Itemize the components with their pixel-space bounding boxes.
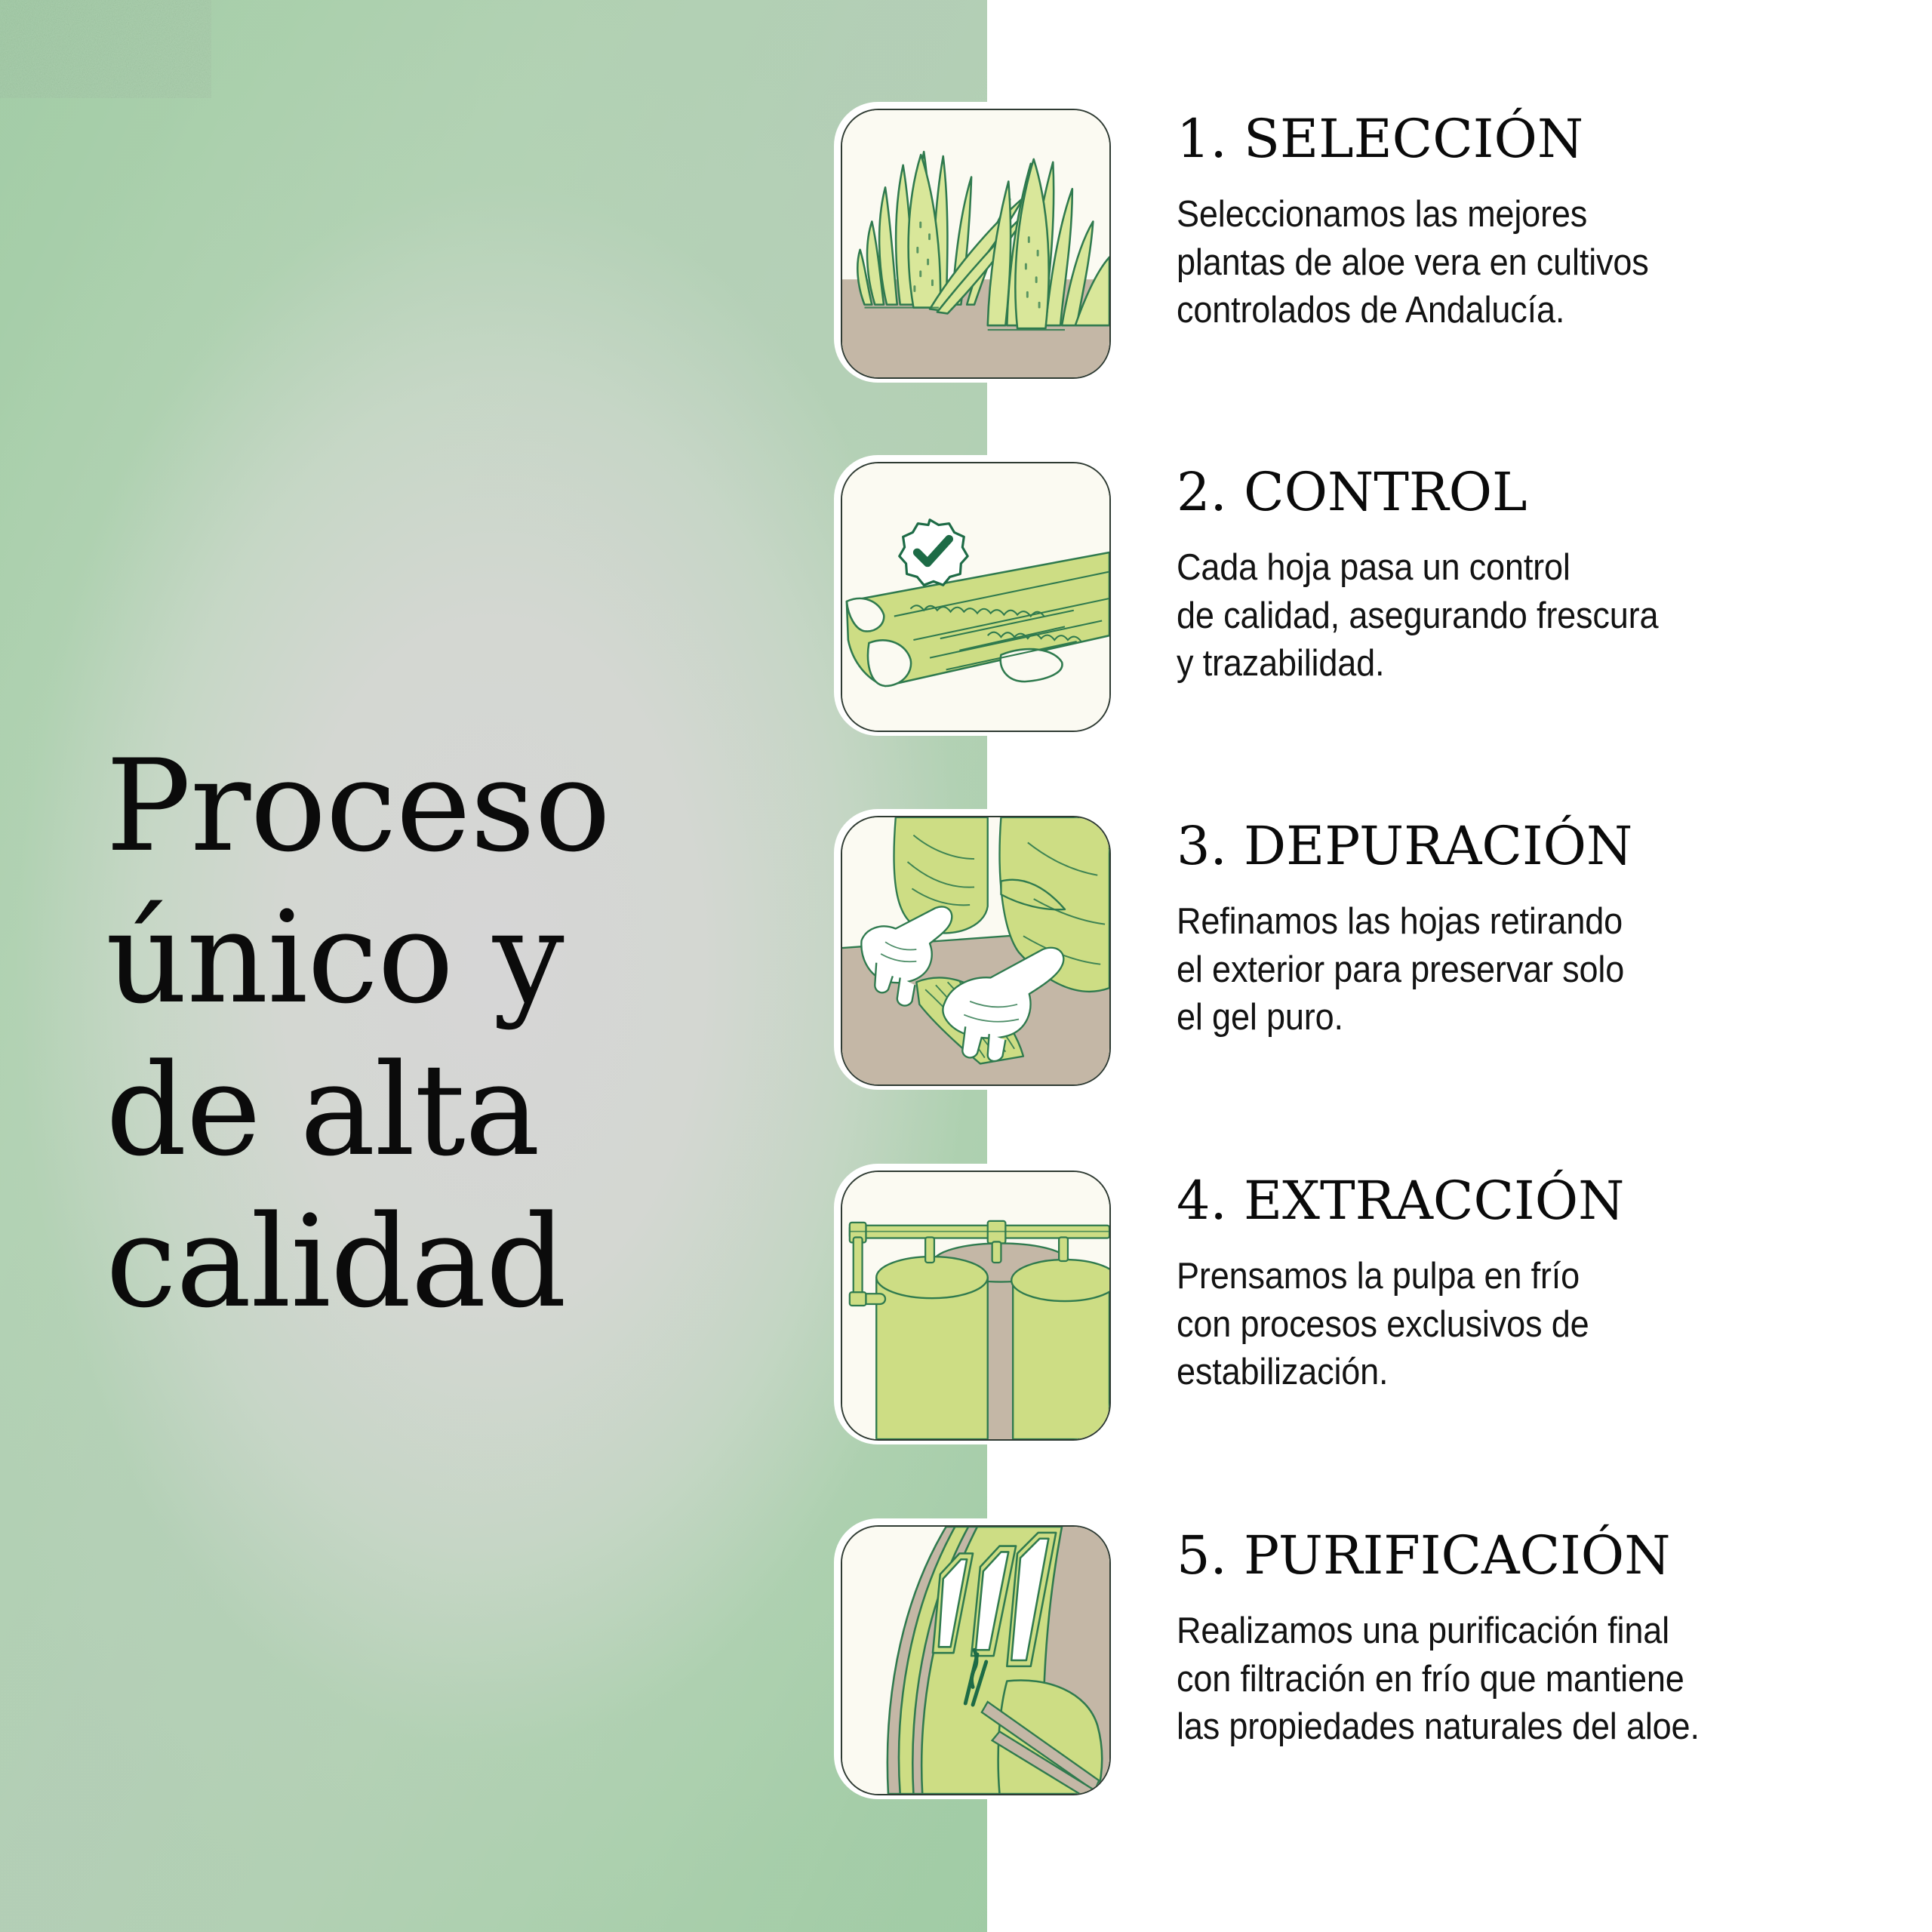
step-4-body: Prensamos la pulpa en frío con procesos … (1177, 1256, 1589, 1393)
process-step-5: 5. PURIFICACIÓN Realizamos una purificac… (834, 1518, 1932, 1799)
step-5-body: Realizamos una purificación final con fi… (1177, 1611, 1700, 1748)
step-5-card (834, 1518, 1115, 1799)
step-2-text: 2. CONTROL Cada hoja pasa un control de … (1115, 455, 1932, 688)
headline-line-3: de alta (106, 1035, 540, 1184)
process-steps-list: 1. SELECCIÓN Seleccionamos las mejores p… (834, 0, 1932, 1932)
grain-texture-overlay-light (0, 0, 211, 98)
step-4-text: 4. EXTRACCIÓN Prensamos la pulpa en frío… (1115, 1164, 1932, 1397)
storage-tanks-piping-icon (841, 1171, 1111, 1441)
process-step-3: 3. DEPURACIÓN Refinamos las hojas retira… (834, 809, 1932, 1090)
step-2-card (834, 455, 1115, 736)
process-step-4: 4. EXTRACCIÓN Prensamos la pulpa en frío… (834, 1164, 1932, 1444)
page-title: Proceso único y de alta calidad (106, 731, 709, 1339)
step-3-card (834, 809, 1115, 1090)
step-4-card (834, 1164, 1115, 1444)
aloe-plants-field-icon (841, 109, 1111, 379)
left-gradient-panel: Proceso único y de alta calidad (0, 0, 987, 1932)
step-2-body: Cada hoja pasa un control de calidad, as… (1177, 547, 1659, 685)
grain-texture-overlay (0, 0, 211, 98)
step-3-body: Refinamos las hojas retirando el exterio… (1177, 901, 1625, 1038)
process-step-1: 1. SELECCIÓN Seleccionamos las mejores p… (834, 102, 1932, 383)
step-3-text: 3. DEPURACIÓN Refinamos las hojas retira… (1115, 809, 1932, 1042)
step-1-card (834, 102, 1115, 383)
step-1-text: 1. SELECCIÓN Seleccionamos las mejores p… (1115, 102, 1932, 335)
step-1-body: Seleccionamos las mejores plantas de alo… (1177, 194, 1649, 331)
step-1-title: 1. SELECCIÓN (1177, 108, 1584, 170)
step-5-title: 5. PURIFICACIÓN (1177, 1524, 1671, 1586)
step-4-title: 4. EXTRACCIÓN (1177, 1170, 1625, 1232)
step-2-title: 2. CONTROL (1177, 461, 1527, 523)
step-5-text: 5. PURIFICACIÓN Realizamos una purificac… (1115, 1518, 1932, 1752)
filtration-machine-icon (841, 1525, 1111, 1795)
process-step-2: 2. CONTROL Cada hoja pasa un control de … (834, 455, 1932, 736)
headline-line-1: Proceso (106, 731, 611, 880)
gloved-hands-filleting-icon (841, 816, 1111, 1086)
headline-line-4: calidad (106, 1188, 567, 1337)
headline-line-2: único y (106, 884, 565, 1032)
step-3-title: 3. DEPURACIÓN (1177, 815, 1633, 877)
aloe-leaf-quality-check-icon (841, 462, 1111, 732)
